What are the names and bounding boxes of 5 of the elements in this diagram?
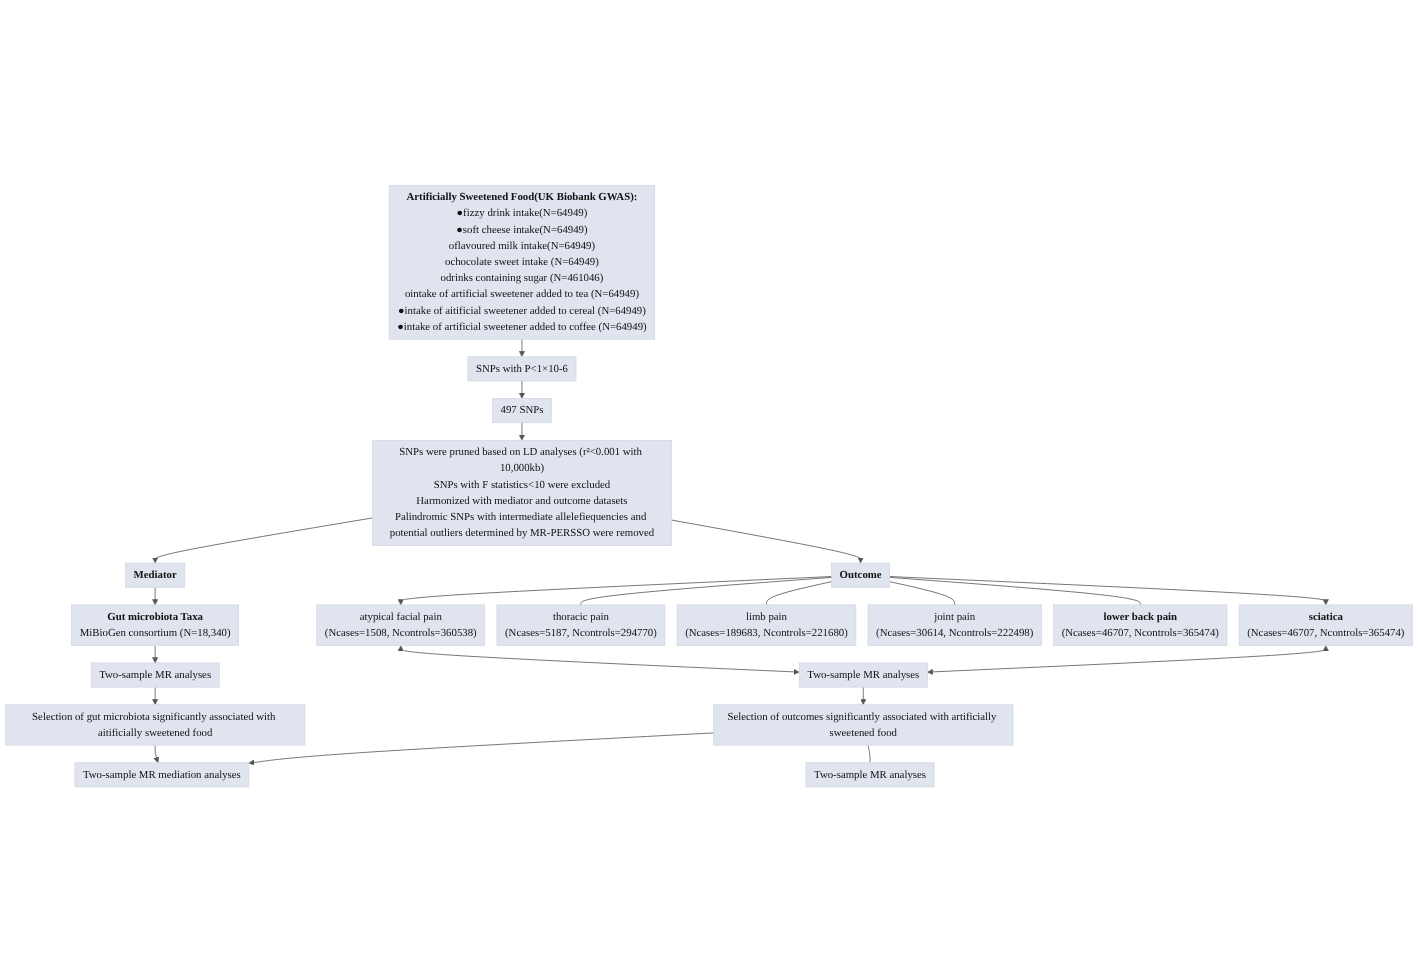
connector [867, 744, 871, 763]
connector [889, 576, 1141, 606]
connector [580, 576, 832, 606]
connector [889, 581, 956, 606]
connector [766, 581, 832, 606]
